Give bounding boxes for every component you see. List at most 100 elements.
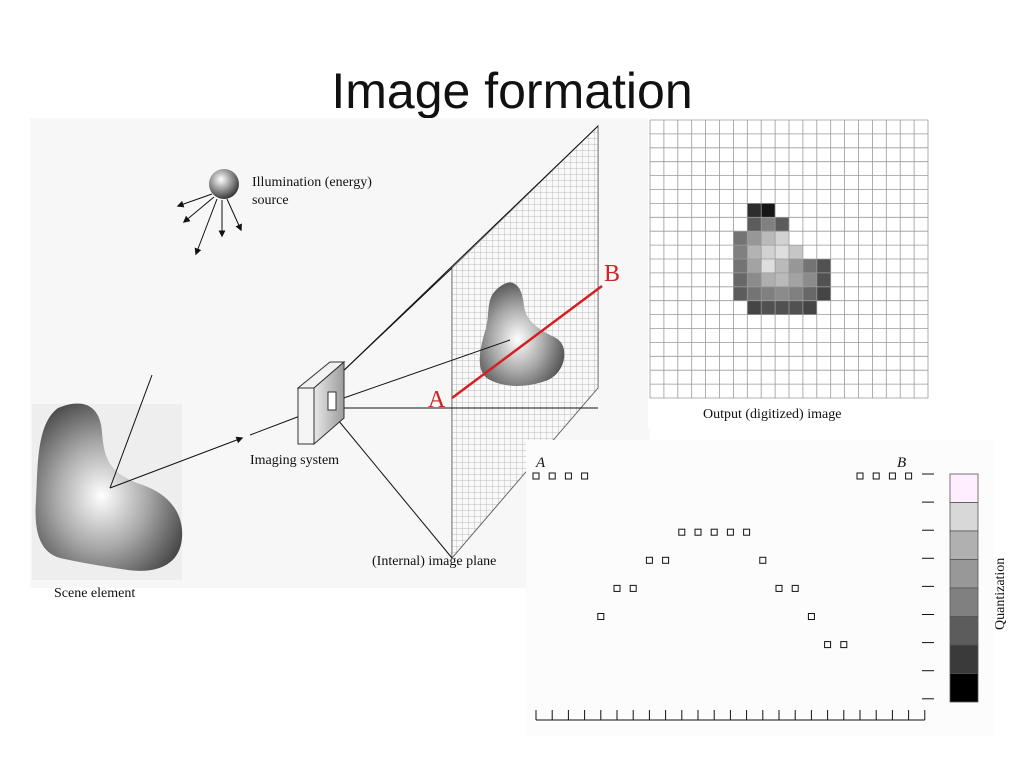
digitized-pixel bbox=[733, 272, 748, 287]
digitized-pixels bbox=[733, 203, 831, 315]
illumination-source: Illumination (energy) source bbox=[176, 169, 372, 256]
digitized-pixel bbox=[747, 259, 762, 273]
profile-sample bbox=[710, 528, 718, 536]
profile-sample bbox=[840, 641, 848, 649]
digitized-pixel bbox=[747, 272, 762, 287]
profile-sample bbox=[905, 472, 913, 480]
digitized-pixel bbox=[761, 272, 776, 287]
light-ray bbox=[194, 198, 218, 256]
scan-line-ab bbox=[451, 284, 603, 400]
digitized-pixel bbox=[775, 259, 789, 273]
digitized-pixel bbox=[775, 245, 789, 259]
profile-sample bbox=[775, 584, 783, 592]
profile-sample bbox=[645, 556, 653, 564]
digitized-pixel bbox=[761, 217, 776, 232]
digitized-pixel bbox=[761, 300, 776, 315]
image-plane-label: (Internal) image plane bbox=[372, 554, 496, 569]
profile-sample bbox=[597, 613, 605, 620]
quantization-level-swatch bbox=[949, 587, 979, 617]
digitized-pixel bbox=[802, 300, 817, 315]
projection-line bbox=[337, 339, 511, 401]
quantization-level-swatch bbox=[949, 616, 979, 646]
profile-sample bbox=[629, 584, 637, 592]
digitized-pixel bbox=[747, 231, 762, 246]
box-front bbox=[297, 387, 315, 445]
digitized-pixel bbox=[775, 300, 789, 315]
profile-sample bbox=[581, 472, 589, 480]
light-sphere bbox=[209, 169, 239, 199]
quantization-level-swatch bbox=[949, 502, 979, 532]
profile-samples bbox=[532, 472, 913, 649]
digitized-pixel bbox=[761, 203, 776, 218]
digitized-pixel bbox=[816, 286, 831, 301]
plot-b-label: B bbox=[897, 455, 906, 471]
profile-sample bbox=[564, 472, 572, 480]
digitized-pixel bbox=[733, 259, 748, 273]
profile-sample bbox=[678, 528, 686, 536]
profile-sample bbox=[872, 472, 880, 480]
quantization-level-swatch bbox=[949, 673, 979, 703]
digitized-pixel bbox=[733, 231, 748, 246]
digitized-pixel bbox=[761, 286, 776, 301]
digitized-pixel bbox=[816, 272, 831, 287]
output-image-label: Output (digitized) image bbox=[703, 407, 841, 422]
projection-line bbox=[337, 419, 453, 559]
profile-x-ticks bbox=[535, 710, 926, 721]
digitized-pixel bbox=[747, 286, 762, 301]
digitized-pixel bbox=[761, 245, 776, 259]
quantization-level-swatch bbox=[949, 530, 979, 560]
digitized-pixel bbox=[789, 286, 803, 301]
imaging-system-label: Imaging system bbox=[250, 453, 339, 468]
profile-sample bbox=[613, 584, 621, 592]
profile-sample bbox=[694, 528, 702, 536]
incident-ray bbox=[109, 374, 153, 489]
digitized-pixel bbox=[816, 259, 831, 273]
digitized-pixel bbox=[775, 217, 789, 232]
digitized-pixel bbox=[733, 245, 748, 259]
output-image-panel: Output (digitized) image bbox=[648, 118, 930, 428]
digitized-pixel bbox=[802, 286, 817, 301]
profile-sample bbox=[824, 641, 832, 649]
digitized-pixel bbox=[802, 259, 817, 273]
digitized-grid bbox=[649, 119, 929, 399]
quantization-level-swatch bbox=[949, 644, 979, 674]
quantization-scale bbox=[949, 473, 979, 703]
light-ray bbox=[176, 193, 213, 208]
scene-element-label: Scene element bbox=[54, 586, 135, 601]
digitized-pixel bbox=[747, 300, 762, 315]
profile-sample bbox=[743, 528, 751, 536]
profile-sample bbox=[759, 556, 767, 564]
profile-sample bbox=[791, 584, 799, 592]
profile-sample bbox=[726, 528, 734, 536]
profile-sample bbox=[662, 556, 670, 564]
profile-sample bbox=[548, 472, 556, 480]
profile-sample bbox=[888, 472, 896, 480]
digitized-pixel bbox=[733, 286, 748, 301]
reflected-ray bbox=[109, 436, 244, 489]
digitized-pixel bbox=[747, 217, 762, 232]
digitized-pixel bbox=[802, 272, 817, 287]
illumination-label-line1: Illumination (energy) bbox=[252, 175, 372, 190]
digitized-pixel bbox=[775, 286, 789, 301]
reflected-ray-continuation bbox=[249, 415, 301, 436]
quantization-level-swatch bbox=[949, 473, 979, 503]
slide-title: Image formation bbox=[331, 63, 693, 119]
digitized-pixel bbox=[789, 245, 803, 259]
digitized-pixel bbox=[789, 300, 803, 315]
quantization-level-ticks bbox=[922, 473, 934, 700]
profile-sample bbox=[532, 472, 540, 480]
profile-sample bbox=[856, 472, 864, 480]
digitized-pixel bbox=[789, 272, 803, 287]
point-b-label: B bbox=[604, 261, 620, 287]
digitized-pixel bbox=[747, 203, 762, 218]
scene-element-shape bbox=[35, 403, 183, 571]
digitized-pixel bbox=[761, 259, 776, 273]
light-ray bbox=[182, 196, 215, 223]
digitized-pixel bbox=[775, 231, 789, 246]
illumination-label-line2: source bbox=[252, 193, 289, 208]
scan-profile-frame bbox=[526, 440, 994, 736]
digitized-pixel bbox=[775, 272, 789, 287]
light-ray bbox=[226, 198, 242, 232]
box-lens bbox=[327, 391, 337, 411]
